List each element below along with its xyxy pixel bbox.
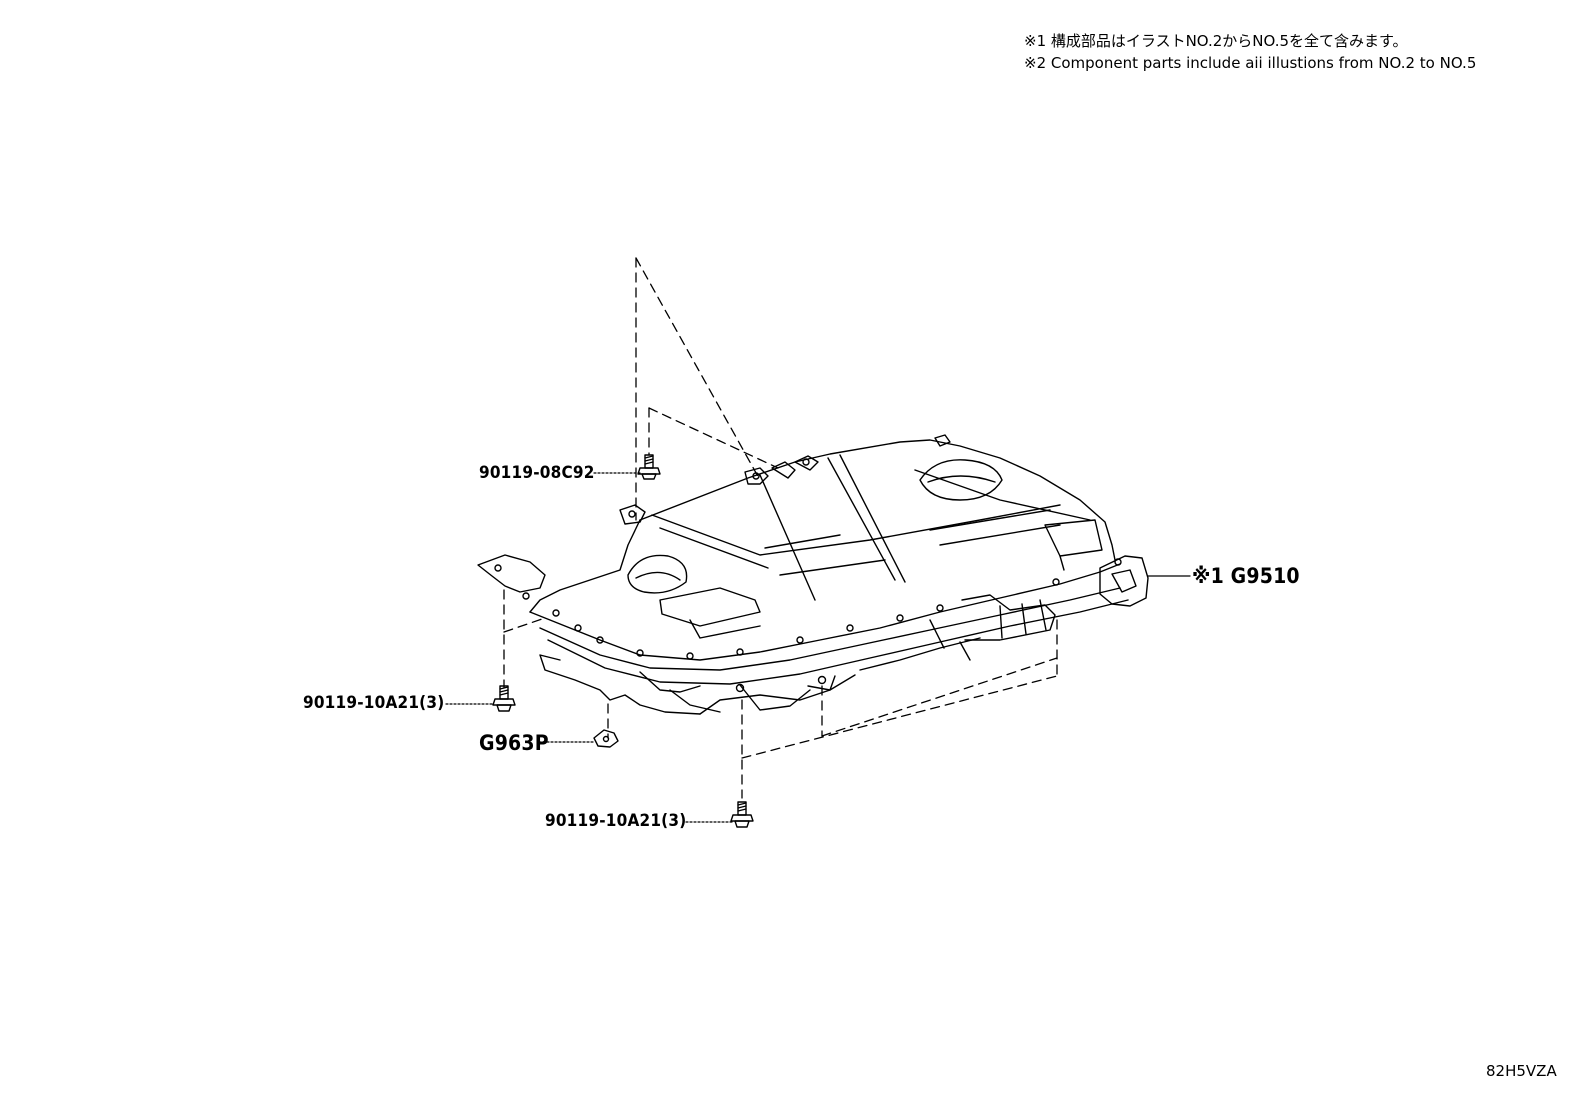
battery-pack-assembly — [477, 434, 1149, 715]
bracket-icon — [593, 729, 619, 748]
note-english: ※2 Component parts include aii illustion… — [1024, 54, 1477, 72]
illustration-code: 82H5VZA — [1486, 1062, 1557, 1080]
bolt-bottom-icon — [730, 801, 754, 828]
callout-bracket[interactable]: G963P — [479, 731, 549, 755]
callout-bolt-top[interactable]: 90119-08C92 — [479, 463, 595, 483]
leader-lines — [445, 472, 1191, 823]
callout-assembly[interactable]: ※1 G9510 — [1192, 564, 1300, 588]
bolt-top-icon — [637, 454, 661, 480]
callout-bolt-bottom[interactable]: 90119-10A21(3) — [545, 811, 687, 831]
bolt-left-icon — [492, 685, 516, 712]
callout-bolt-left[interactable]: 90119-10A21(3) — [303, 693, 445, 713]
note-japanese: ※1 構成部品はイラストNO.2からNO.5を全て含みます。 — [1024, 32, 1408, 50]
alignment-lines — [503, 257, 1058, 799]
